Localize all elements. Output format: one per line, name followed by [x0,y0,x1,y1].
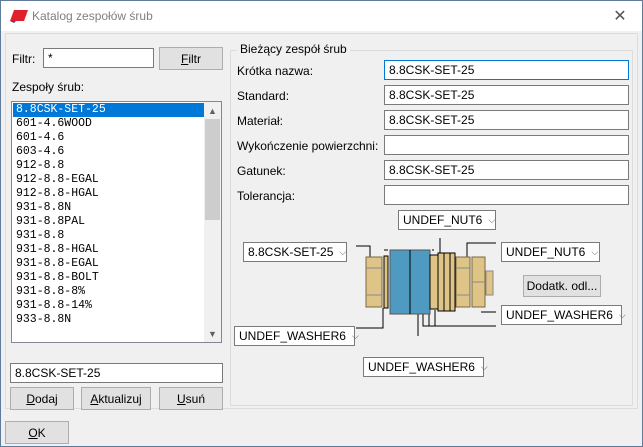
tolerance-label: Tolerancja: [237,189,296,203]
list-item[interactable]: 931-8.8-BOLT [16,271,99,284]
standard-input[interactable]: 8.8CSK-SET-25 [384,85,629,105]
current-set-title: Bieżący zespół śrub [237,42,350,56]
title-bar: Katalog zespołów śrub ✕ [1,1,642,31]
scroll-down-button[interactable]: ▼ [204,325,221,342]
ok-label: K [37,425,46,440]
list-item[interactable]: 912-8.8 [16,159,65,172]
chevron-down-icon: ▼ [208,328,217,339]
list-item[interactable]: 603-4.6 [16,145,65,158]
update-label: ktualizuj [98,391,142,406]
chevron-down-icon: ⌵ [488,215,496,225]
delete-mnemonic: U [176,391,186,406]
window-title: Katalog zespołów śrub [32,9,153,23]
right-nut-dropdown[interactable]: UNDEF_NUT6 ⌵ [501,242,600,262]
bolt-dropdown[interactable]: 8.8CSK-SET-25 ⌵ [243,242,347,262]
bolt-value: 8.8CSK-SET-25 [248,245,334,259]
right-washer-value: UNDEF_WASHER6 [506,308,613,322]
chevron-down-icon: ⌵ [339,247,347,257]
list-item[interactable]: 931-8.8-HGAL [16,243,99,256]
bolt-assembly-diagram-icon [356,238,496,336]
ok-mnemonic: O [28,425,38,440]
list-item[interactable]: 933-8.8N [16,313,72,326]
list-item[interactable]: 931-8.8-14% [16,299,92,312]
top-nut-value: UNDEF_NUT6 [403,213,483,227]
close-button[interactable]: ✕ [598,1,642,31]
list-item[interactable]: 931-8.8-EGAL [16,257,99,270]
list-item[interactable]: 912-8.8-HGAL [16,187,99,200]
left-washer-dropdown[interactable]: UNDEF_WASHER6 ⌵ [234,326,359,346]
add-mnemonic: D [26,391,35,406]
filter-button-mnemonic: F [180,51,189,66]
client-area [5,33,638,409]
app-icon [10,10,28,23]
chevron-up-icon: ▲ [208,105,217,116]
tolerance-input[interactable] [384,185,629,205]
scroll-thumb[interactable] [205,119,220,220]
list-item[interactable]: 931-8.8-8% [16,285,86,298]
update-mnemonic: A [90,391,99,406]
chevron-down-icon: ⌵ [480,362,488,372]
material-label: Materiał: [237,114,284,128]
additional-distance-button[interactable]: Dodatk. odl... [523,275,601,297]
close-icon: ✕ [613,8,627,25]
add-label: odaj [34,391,58,406]
additional-distance-label: Dodatk. odl... [526,279,598,293]
grade-input[interactable]: 8.8CSK-SET-25 [384,160,629,180]
list-item[interactable]: 601-4.6 [16,131,65,144]
surface-finish-input[interactable] [384,135,629,155]
material-input[interactable]: 8.8CSK-SET-25 [384,110,629,130]
top-nut-dropdown[interactable]: UNDEF_NUT6 ⌵ [398,210,496,230]
short-name-label: Krótka nazwa: [237,64,314,78]
scroll-up-button[interactable]: ▲ [204,102,221,119]
right-washer-dropdown[interactable]: UNDEF_WASHER6 ⌵ [501,305,626,325]
list-scrollbar[interactable]: ▲ ▼ [204,102,221,342]
list-item[interactable]: 931-8.8 [16,229,65,242]
set-name-input[interactable]: 8.8CSK-SET-25 [10,363,223,383]
bottom-washer-value: UNDEF_WASHER6 [368,360,475,374]
list-item[interactable]: 931-8.8PAL [16,215,86,228]
filter-label: Filtr: [12,52,36,66]
list-item[interactable]: 601-4.6WOOD [16,117,92,130]
filter-input[interactable]: * [43,48,154,68]
chevron-down-icon: ⌵ [351,331,359,341]
list-item[interactable]: 912-8.8-EGAL [16,173,99,186]
bottom-washer-dropdown[interactable]: UNDEF_WASHER6 ⌵ [363,357,488,377]
left-washer-value: UNDEF_WASHER6 [239,329,346,343]
chevron-down-icon: ⌵ [618,310,626,320]
grade-label: Gatunek: [237,164,286,178]
list-item[interactable]: 931-8.8N [16,201,72,214]
filter-button-label: iltr [188,51,201,66]
bolt-sets-label: Zespoły śrub: [12,80,85,94]
standard-label: Standard: [237,89,290,103]
chevron-down-icon: ⌵ [591,247,599,257]
surface-finish-label: Wykończenie powierzchni: [237,139,379,153]
list-item[interactable]: 8.8CSK-SET-25 [13,103,205,117]
delete-label: suń [185,391,206,406]
right-nut-value: UNDEF_NUT6 [506,245,586,259]
short-name-input[interactable]: 8.8CSK-SET-25 [384,60,629,80]
current-set-group [230,50,633,406]
